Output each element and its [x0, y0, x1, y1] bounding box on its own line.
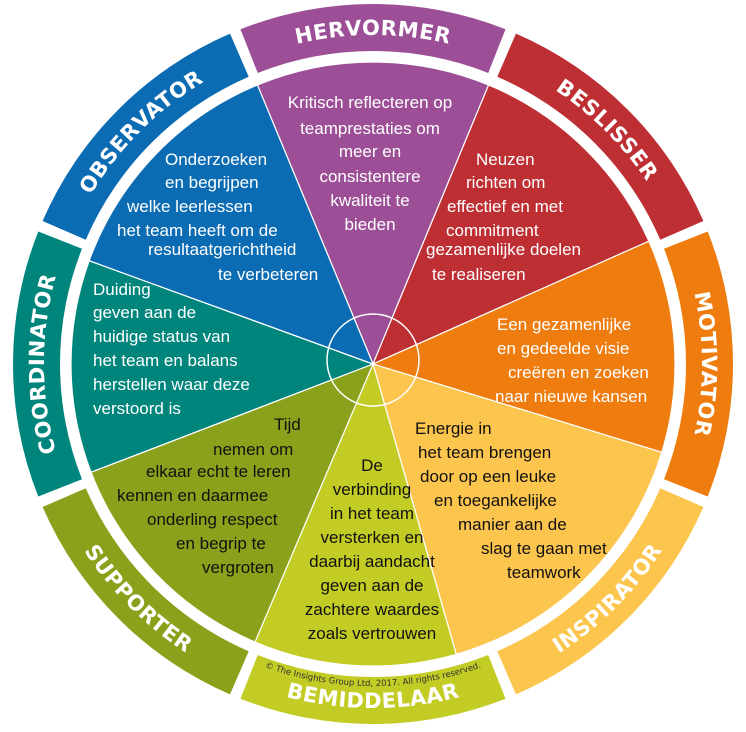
description-line: zachtere waardes: [305, 600, 439, 619]
description-line: zoals vertrouwen: [308, 624, 437, 643]
description-line: resultaatgerichtheid: [148, 240, 296, 259]
description-line: te verbeteren: [218, 265, 318, 284]
description-line: richten om: [466, 173, 545, 192]
description-line: geven aan de: [320, 576, 423, 595]
description-line: manier aan de: [458, 515, 567, 534]
ring-segment-coordinator: [12, 231, 82, 497]
description-line: slag te gaan met: [481, 539, 607, 558]
pie-segment-hervormer: [256, 61, 490, 366]
description-line: Energie in: [415, 419, 492, 438]
description-line: De: [361, 456, 383, 475]
description-line: gezamenlijke doelen: [426, 240, 581, 259]
ring-segment-hervormer: [240, 4, 506, 73]
description-line: verbinding: [333, 480, 411, 499]
description-line: Neuzen: [476, 150, 535, 169]
description-line: door op een leuke: [420, 467, 556, 486]
description-line: teamprestaties om: [300, 119, 440, 138]
description-observator: Onderzoeken en begrijpen welke leerlessen h…: [117, 150, 318, 284]
description-line: en gedeelde visie: [497, 339, 629, 358]
description-line: geven aan de: [93, 303, 196, 322]
description-line: verstoord is: [93, 399, 181, 418]
description-line: Kritisch reflecteren op: [288, 93, 452, 112]
description-line: elkaar echt te leren: [146, 462, 291, 481]
ring-segment-beslisser: [497, 33, 704, 240]
pie-segment-observator: [88, 84, 375, 366]
description-line: Een gezamenlijke: [497, 315, 631, 334]
description-line: het team brengen: [418, 443, 551, 462]
description-line: naar nieuwe kansen: [495, 387, 647, 406]
description-line: herstellen waar deze: [93, 375, 250, 394]
ring-segment-observator: [42, 33, 249, 240]
description-line: kennen en daarmee: [117, 486, 268, 505]
description-line: en toegankelijke: [434, 491, 557, 510]
description-line: in het team: [330, 504, 414, 523]
ring-segment-supporter: [42, 488, 249, 695]
description-line: en begrijpen: [165, 173, 259, 192]
center-circle: [326, 313, 420, 407]
description-line: kwaliteit te: [330, 191, 409, 210]
description-supporter: Tijd nemen om elkaar echt te leren kennen e…: [117, 415, 301, 577]
pie-segment-coordinator: [70, 259, 375, 474]
ring-segment-bemiddelaar: [240, 655, 506, 725]
pie-segment-motivator: [371, 240, 676, 454]
description-bemiddelaar: De verbinding in het team versterken en daar…: [305, 456, 439, 643]
description-line: huidige status van: [93, 327, 230, 346]
description-line: teamwork: [507, 563, 581, 582]
description-hervormer: Kritisch reflecteren op teamprestaties om…: [288, 93, 452, 234]
description-line: bieden: [344, 215, 395, 234]
description-line: welke leerlessen: [126, 197, 253, 216]
description-inspirator: Energie in het team brengen door op een le…: [415, 419, 607, 582]
pie-segment-bemiddelaar: [254, 362, 457, 667]
ring-segment-inspirator: [497, 488, 704, 695]
pie-segments: [70, 61, 676, 667]
description-line: het team heeft om de: [117, 221, 278, 240]
pie-segment-beslisser: [371, 84, 650, 366]
outer-ring: [12, 4, 733, 725]
ring-segment-motivator: [664, 231, 733, 497]
description-line: consistentere: [319, 167, 420, 186]
description-line: onderling respect: [147, 510, 278, 529]
description-motivator: Een gezamenlijke en gedeelde visie creëren…: [495, 315, 649, 406]
description-line: nemen om: [213, 440, 293, 459]
description-line: Onderzoeken: [165, 150, 267, 169]
description-line: Duiding: [93, 280, 151, 299]
pie-segment-supporter: [90, 362, 375, 643]
description-line: te realiseren: [432, 265, 526, 284]
description-beslisser: Neuzen richten om effectief en met commitme…: [426, 150, 581, 284]
description-line: daarbij aandacht: [309, 552, 435, 571]
description-line: en begrip te: [176, 534, 266, 553]
description-line: creëren en zoeken: [508, 363, 649, 382]
pie-segment-inspirator: [372, 363, 663, 656]
description-line: commitment: [446, 221, 539, 240]
description-line: versterken en: [321, 528, 424, 547]
description-line: meer en: [339, 142, 401, 161]
description-line: Tijd: [274, 415, 301, 434]
description-line: het team en balans: [93, 351, 238, 370]
description-line: effectief en met: [447, 197, 563, 216]
description-coordinator: Duiding geven aan de huidige status van het…: [93, 280, 250, 418]
description-line: vergroten: [202, 558, 274, 577]
